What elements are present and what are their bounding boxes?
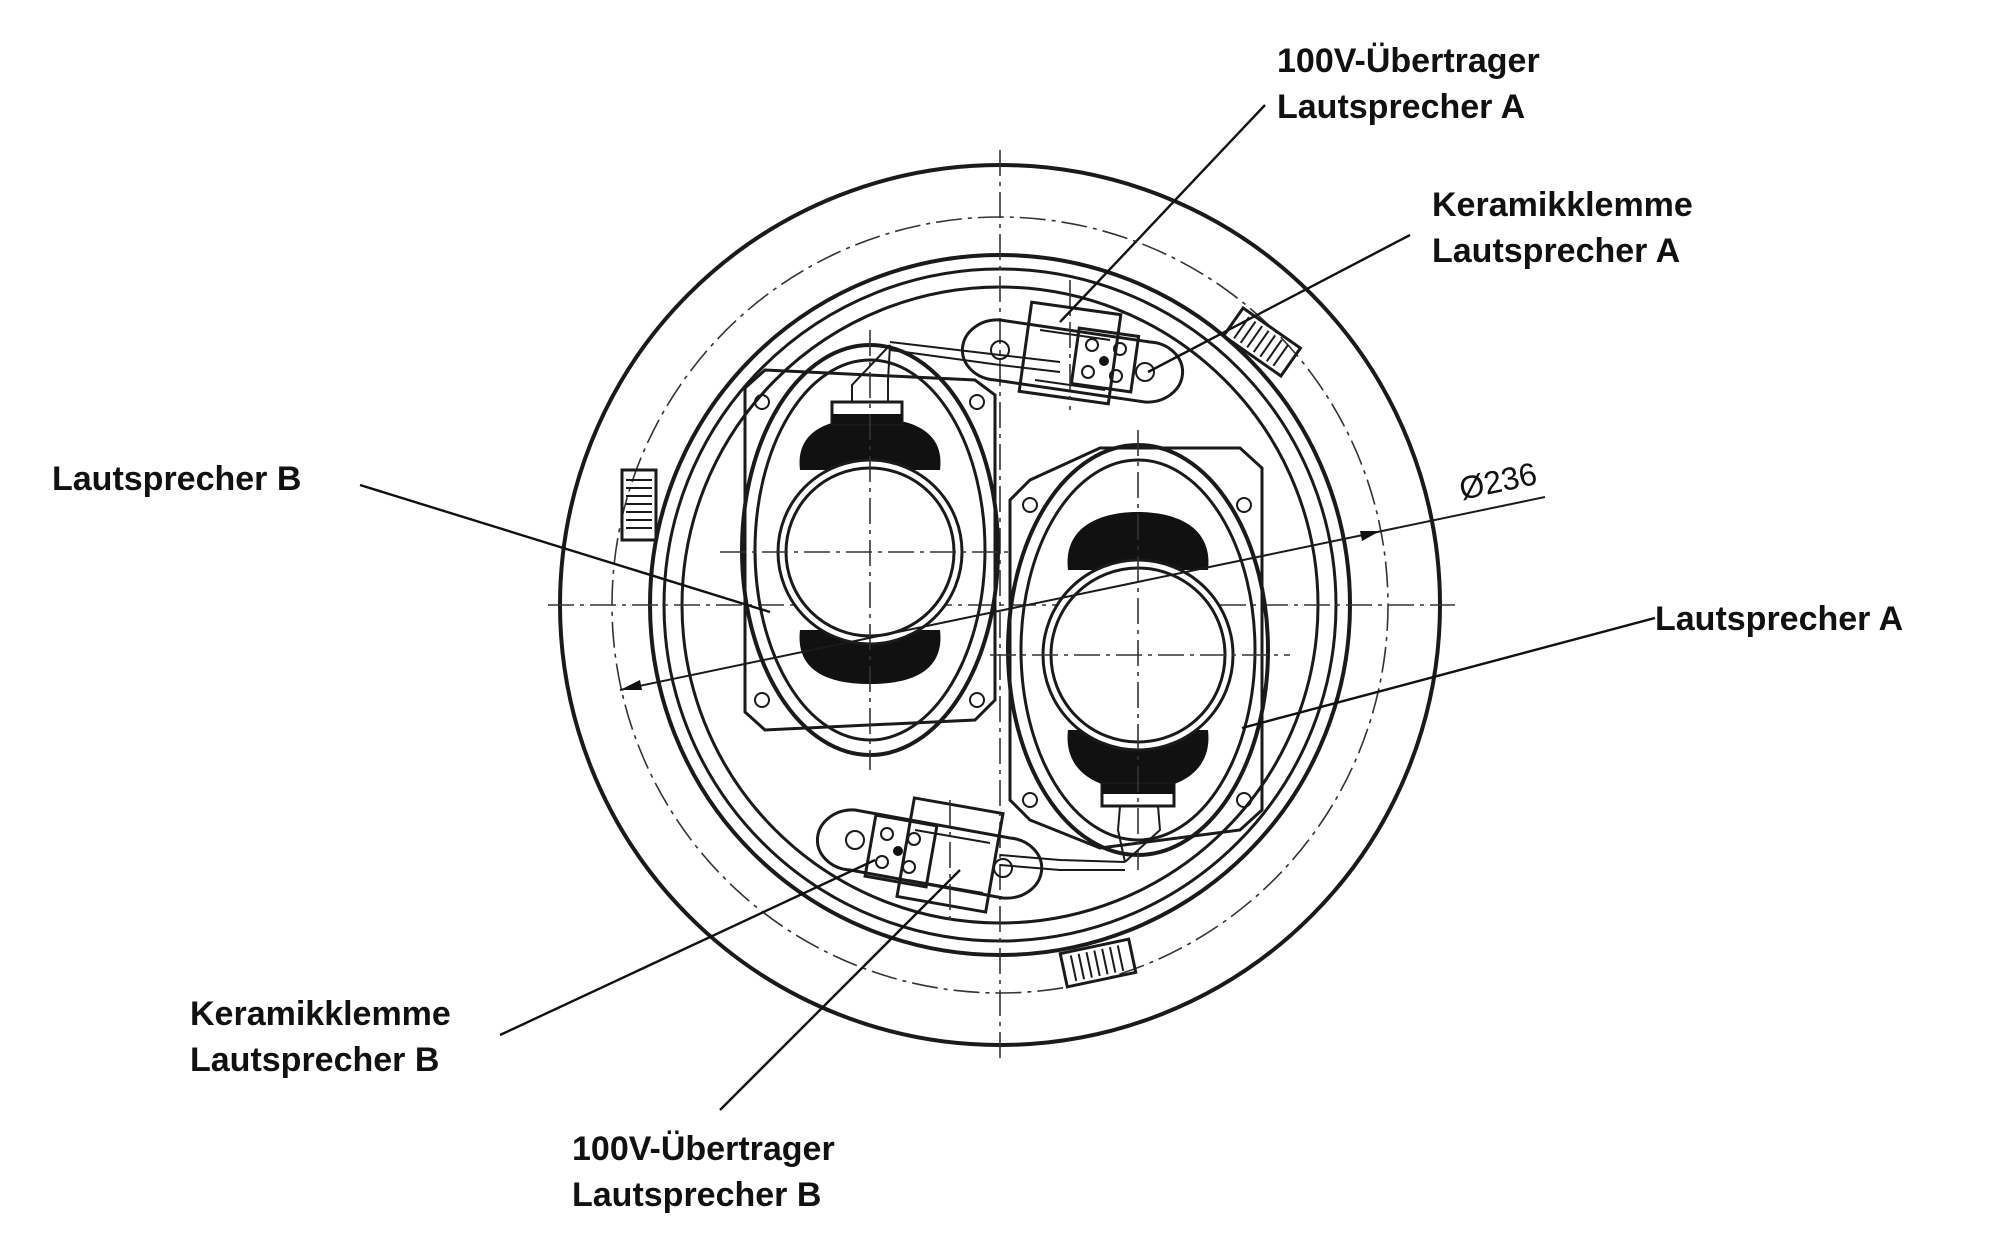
center-lines <box>548 150 1455 1060</box>
label-transformer-b-line1: 100V-Übertrager <box>572 1130 835 1168</box>
label-transformer-b-line2: Lautsprecher B <box>572 1176 821 1214</box>
label-speaker-a: Lautsprecher A <box>1655 600 1903 638</box>
speaker-a <box>990 430 1290 870</box>
label-terminal-b-line2: Lautsprecher B <box>190 1041 439 1079</box>
label-transformer-a-line1: 100V-Übertrager <box>1277 42 1540 80</box>
spring-clip-left <box>620 468 658 542</box>
transformer-block-a <box>960 280 1185 410</box>
label-transformer-a-line2: Lautsprecher A <box>1277 88 1525 126</box>
spring-clip-bottom <box>1058 937 1138 989</box>
label-speaker-b: Lautsprecher B <box>52 460 301 498</box>
ceramic-terminal-b <box>863 813 939 889</box>
dimension-label: Ø236 <box>1456 455 1540 506</box>
label-terminal-b-line1: Keramikklemme <box>190 995 451 1033</box>
transformer-block-b <box>815 796 1044 925</box>
speaker-b <box>720 330 1010 770</box>
magnet-top-a <box>1067 512 1209 570</box>
magnet-top-b <box>799 418 941 470</box>
label-terminal-a-line1: Keramikklemme <box>1432 186 1693 224</box>
label-terminal-a-line2: Lautsprecher A <box>1432 232 1680 270</box>
leader-lines <box>359 104 1656 1111</box>
wiring <box>889 341 1126 871</box>
labels: 100V-Übertrager Lautsprecher A Keramikkl… <box>52 42 1903 1214</box>
ceramic-terminal-a <box>1069 326 1141 394</box>
